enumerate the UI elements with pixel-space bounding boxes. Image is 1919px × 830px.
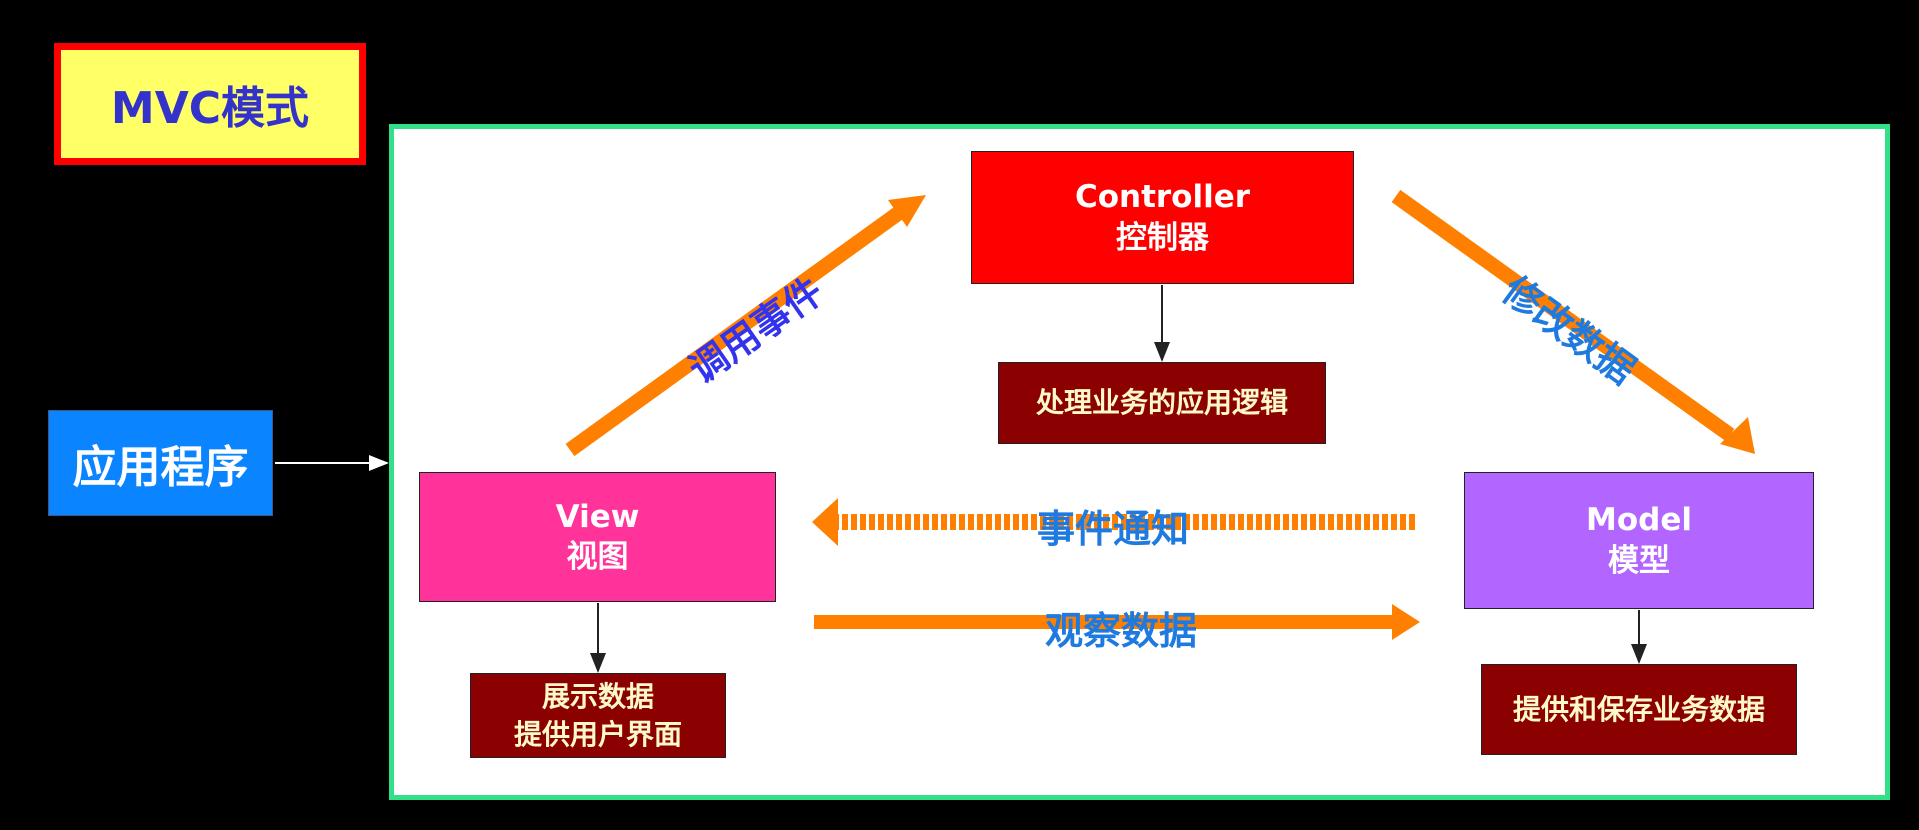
application-box: 应用程序 <box>48 410 273 516</box>
model-to-view-arrow-head <box>812 498 838 546</box>
controller-to-model-arrow-shaft <box>1391 189 1735 442</box>
view-to-controller-arrow-shaft <box>565 205 905 457</box>
view-description-line2: 提供用户界面 <box>513 717 682 751</box>
controller-label-en: Controller <box>1074 179 1251 216</box>
controller-description: 处理业务的应用逻辑 <box>998 362 1326 444</box>
diagram-title: MVC模式 <box>54 43 366 165</box>
application-label: 应用程序 <box>72 442 249 493</box>
view-description-line1: 展示数据 <box>541 679 654 713</box>
model-node: Model 模型 <box>1464 472 1814 609</box>
view-label-zh: 视图 <box>566 539 629 575</box>
view-to-controller-arrow-head <box>888 195 926 227</box>
model-description: 提供和保存业务数据 <box>1481 664 1797 755</box>
flow-label-model-to-view: 事件通知 <box>1037 507 1190 551</box>
view-description: 展示数据 提供用户界面 <box>470 673 726 758</box>
view-label-en: View <box>555 498 640 535</box>
model-label-en: Model <box>1586 502 1692 539</box>
controller-node: Controller 控制器 <box>971 151 1354 284</box>
view-to-model-arrow-head <box>1392 604 1420 640</box>
model-label-zh: 模型 <box>1608 542 1670 579</box>
title-text: MVC模式 <box>110 83 310 134</box>
controller-label-zh: 控制器 <box>1116 219 1209 256</box>
model-description-text: 提供和保存业务数据 <box>1512 692 1765 726</box>
flow-label-view-to-model: 观察数据 <box>1045 609 1198 653</box>
view-node: View 视图 <box>419 472 776 602</box>
controller-to-model-arrow-head <box>1720 417 1755 454</box>
controller-description-text: 处理业务的应用逻辑 <box>1035 386 1288 420</box>
